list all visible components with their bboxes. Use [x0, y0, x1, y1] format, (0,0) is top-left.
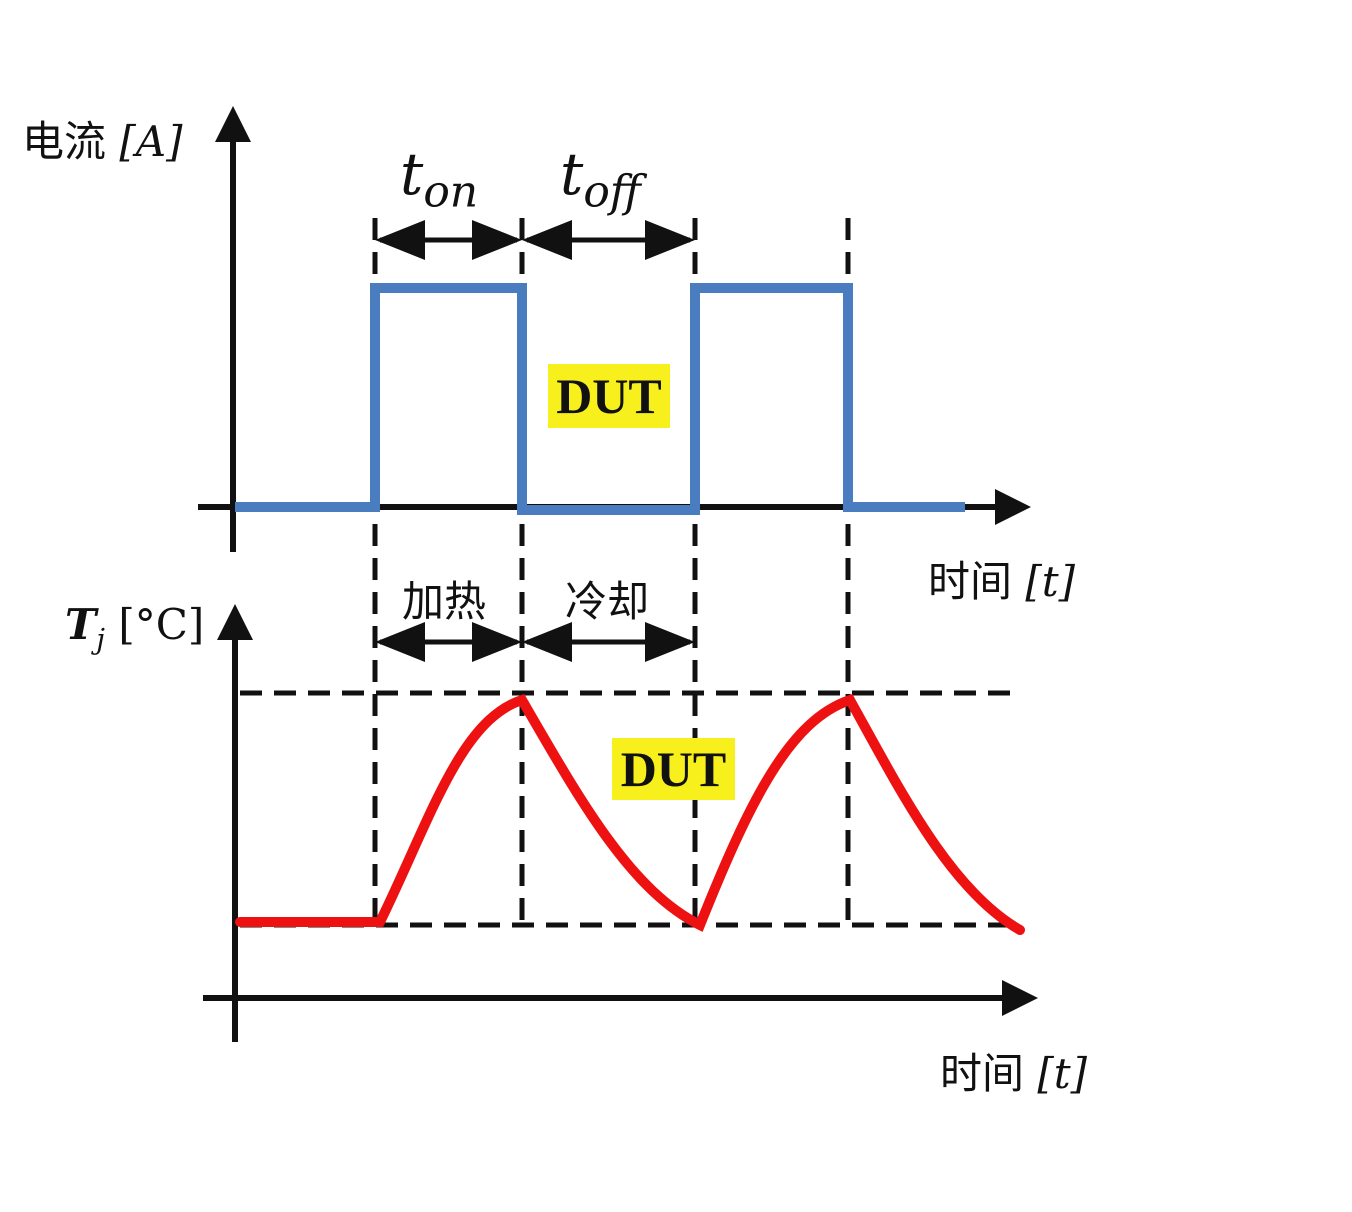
- t-off-label: toff: [560, 140, 641, 218]
- dut-label-top: DUT: [548, 364, 670, 428]
- dimension-arrows: [375, 220, 695, 662]
- heating-label: 加热: [402, 577, 487, 626]
- t-on-label: ton: [400, 140, 479, 218]
- top-x-axis-label: 时间 [t]: [928, 557, 1076, 606]
- temperature-limit-lines: [240, 690, 1010, 928]
- dut-label-bottom: DUT: [612, 738, 735, 800]
- bottom-x-axis-label: 时间 [t]: [940, 1049, 1088, 1098]
- top-y-axis-label: 电流 [A]: [22, 117, 183, 166]
- cooling-label: 冷却: [565, 577, 650, 626]
- current-waveform: [235, 283, 965, 515]
- bottom-y-axis-label: Tj [°C]: [65, 600, 205, 656]
- junction-temperature-curve: [235, 693, 1025, 935]
